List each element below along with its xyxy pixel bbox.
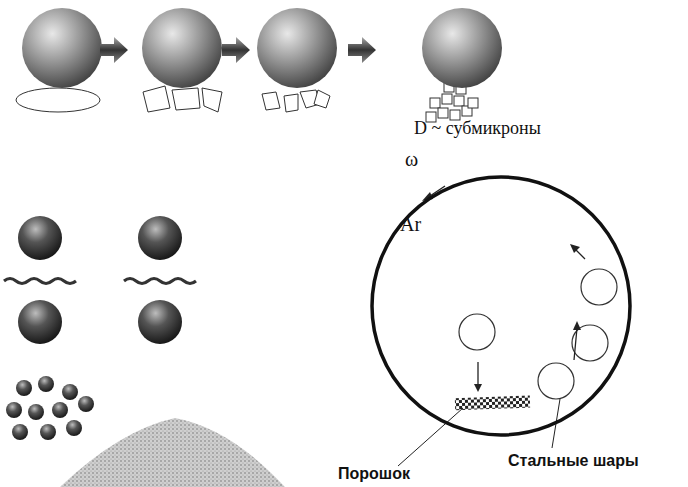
- particle-cube: [468, 98, 478, 108]
- small-ball: [52, 402, 68, 418]
- small-ball: [28, 404, 44, 420]
- particle-cube: [442, 94, 452, 104]
- small-ball: [12, 424, 28, 440]
- mill-drum: Ar: [370, 175, 632, 437]
- particle-cube: [438, 108, 448, 118]
- small-ball: [66, 420, 82, 436]
- balls-label: Стальные шары: [508, 452, 639, 470]
- small-ball: [16, 380, 32, 396]
- small-ball: [6, 402, 22, 418]
- small-ball: [40, 424, 56, 440]
- small-ball: [78, 396, 94, 412]
- small-ball: [38, 376, 54, 392]
- rotation-symbol: ω: [405, 148, 418, 171]
- size-note: D ~ субмикроны: [414, 118, 541, 139]
- drum-wall: [372, 177, 630, 435]
- particle-cube: [454, 96, 464, 106]
- powder-label: Порошок: [338, 465, 410, 483]
- particle-cube: [430, 98, 440, 108]
- gas-label: Ar: [400, 213, 421, 236]
- small-ball: [62, 384, 78, 400]
